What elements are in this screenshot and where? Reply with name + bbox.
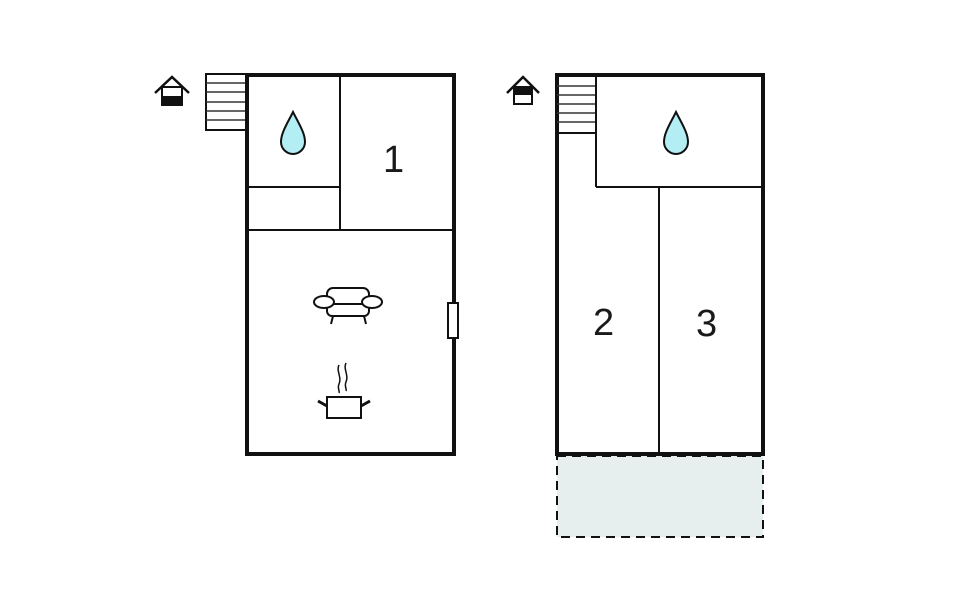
terrace-area [556,455,764,538]
cooking-pot-icon [317,362,371,419]
staircase-icon [205,73,247,131]
upper-floor-plan: 2 3 [506,73,765,538]
ground-floor-outer-wall [245,73,456,456]
water-drop-icon [662,109,690,156]
window [447,302,459,339]
ground-floor-plan: 1 [154,73,459,456]
room-label-3: 3 [696,303,717,345]
house-upstairs-icon [506,75,540,105]
water-drop-icon [279,109,307,156]
house-entrance-icon [154,75,190,106]
sofa-icon [313,287,383,325]
room-label-2: 2 [593,302,614,344]
room-label-1: 1 [383,139,404,181]
staircase-icon [557,85,596,134]
